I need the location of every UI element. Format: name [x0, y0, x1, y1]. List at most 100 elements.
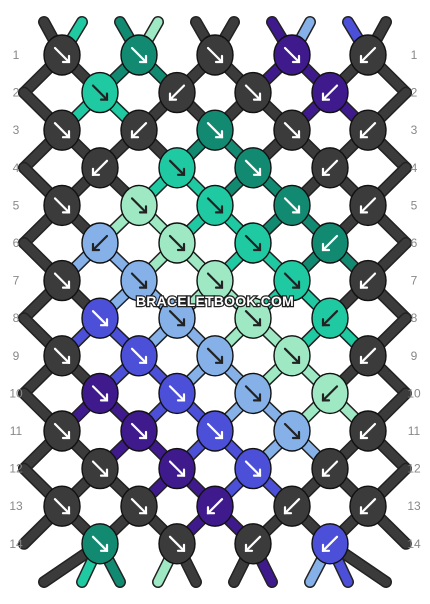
knot-arrow-head [99, 468, 109, 477]
string-label-top: G [382, 8, 390, 19]
knot-direction-arrow [244, 159, 262, 176]
knot-arrow-head [61, 506, 71, 515]
knot-arrow-head [321, 167, 331, 176]
knot-arrow-head [321, 468, 331, 477]
knot-arrow-head [321, 242, 331, 252]
string-label-top: F [269, 8, 275, 19]
row-number-right: 10 [407, 386, 421, 400]
string-label-bottom: C [154, 590, 161, 601]
knot-direction-arrow [91, 84, 109, 101]
knot-direction-arrow [168, 385, 186, 402]
string-label-bottom: G [40, 590, 48, 601]
knot-arrow-head [359, 506, 369, 515]
row-number-right: 11 [408, 424, 421, 438]
knot-direction-arrow [91, 310, 109, 327]
knot-direction-arrow [244, 535, 262, 552]
knot-direction-arrow [283, 498, 301, 515]
knot-arrow-head [359, 430, 369, 440]
knot-direction-arrow [130, 272, 148, 289]
row-number-right: 5 [411, 198, 418, 212]
knot-arrow-head [252, 167, 262, 176]
knot-arrow-head [61, 430, 71, 440]
knot-direction-arrow [130, 498, 148, 515]
knot-direction-arrow [130, 197, 148, 214]
row-number-left: 1 [13, 48, 20, 62]
knot-arrow-head [99, 393, 109, 402]
knot-direction-arrow [53, 272, 71, 289]
knot-direction-arrow [91, 234, 109, 252]
knot-arrow-head [291, 130, 301, 139]
knot-arrow-head [214, 355, 224, 364]
knot-arrow-head [176, 393, 186, 402]
knot-arrow-head [291, 430, 301, 440]
knot-direction-arrow [168, 234, 186, 252]
knot-direction-arrow [206, 46, 224, 64]
knot-direction-arrow [168, 310, 186, 327]
row-number-left: 5 [13, 198, 20, 212]
knot-direction-arrow [359, 46, 377, 64]
knot-arrow-head [252, 242, 262, 252]
knot-arrow-head [321, 318, 331, 327]
knot-direction-arrow [130, 46, 148, 64]
knot-direction-arrow [321, 460, 339, 477]
knot-direction-arrow [206, 272, 224, 289]
row-number-left: 4 [13, 161, 20, 175]
knot-arrow-head [359, 130, 369, 139]
knot-arrow-head [359, 205, 369, 214]
row-number-left: 11 [10, 424, 23, 438]
knot-arrow-head [214, 205, 224, 214]
knot-direction-arrow [206, 422, 224, 440]
knot-arrow-head [138, 280, 148, 289]
knot-direction-arrow [359, 347, 377, 364]
knot-arrow-head [291, 280, 301, 289]
knot-direction-arrow [168, 159, 186, 176]
string-label-bottom: A [116, 590, 123, 601]
row-number-right: 14 [407, 537, 421, 551]
knot-arrow-head [291, 54, 301, 64]
knot-arrow-head [130, 130, 140, 139]
knot-arrow-head [214, 54, 224, 64]
knot-direction-arrow [321, 84, 339, 101]
knot-direction-arrow [91, 159, 109, 176]
string-label-top: G [192, 8, 200, 19]
knot-arrow-head [176, 318, 186, 327]
knot-direction-arrow [91, 535, 109, 552]
knot-direction-arrow [206, 197, 224, 214]
knot-arrow-head [99, 92, 109, 101]
knot-arrow-head [168, 92, 178, 101]
string-label-top: E [345, 8, 352, 19]
knot-direction-arrow [283, 46, 301, 64]
row-number-left: 12 [9, 462, 23, 476]
watermark-text: BRACELETBOOK.COM [136, 293, 294, 309]
knot-direction-arrow [53, 347, 71, 364]
knot-arrow-head [321, 543, 331, 552]
row-number-left: 2 [13, 86, 20, 100]
knot-direction-arrow [53, 422, 71, 440]
knot-arrow-head [291, 355, 301, 364]
knot-direction-arrow [130, 347, 148, 364]
string-label-bottom: E [345, 590, 352, 601]
knot-direction-arrow [244, 84, 262, 101]
knot-arrow-head [214, 280, 224, 289]
row-number-right: 2 [411, 86, 418, 100]
row-number-right: 13 [407, 499, 421, 513]
string-label-bottom: G [192, 590, 200, 601]
knot-direction-arrow [53, 197, 71, 214]
knot-direction-arrow [53, 46, 71, 64]
string-label-top: D [306, 8, 313, 19]
knot-direction-arrow [168, 460, 186, 477]
knot-direction-arrow [321, 310, 339, 327]
knot-direction-arrow [53, 498, 71, 515]
knot-direction-arrow [283, 422, 301, 440]
knot-direction-arrow [283, 272, 301, 289]
knot-arrow-head [206, 506, 216, 515]
knot-arrow-head [214, 130, 224, 139]
row-number-right: 7 [411, 274, 418, 288]
knot-direction-arrow [206, 498, 224, 515]
knot-arrow-head [244, 543, 254, 552]
row-number-right: 6 [411, 236, 418, 250]
row-number-left: 13 [9, 499, 23, 513]
knot-arrow-head [91, 242, 101, 252]
